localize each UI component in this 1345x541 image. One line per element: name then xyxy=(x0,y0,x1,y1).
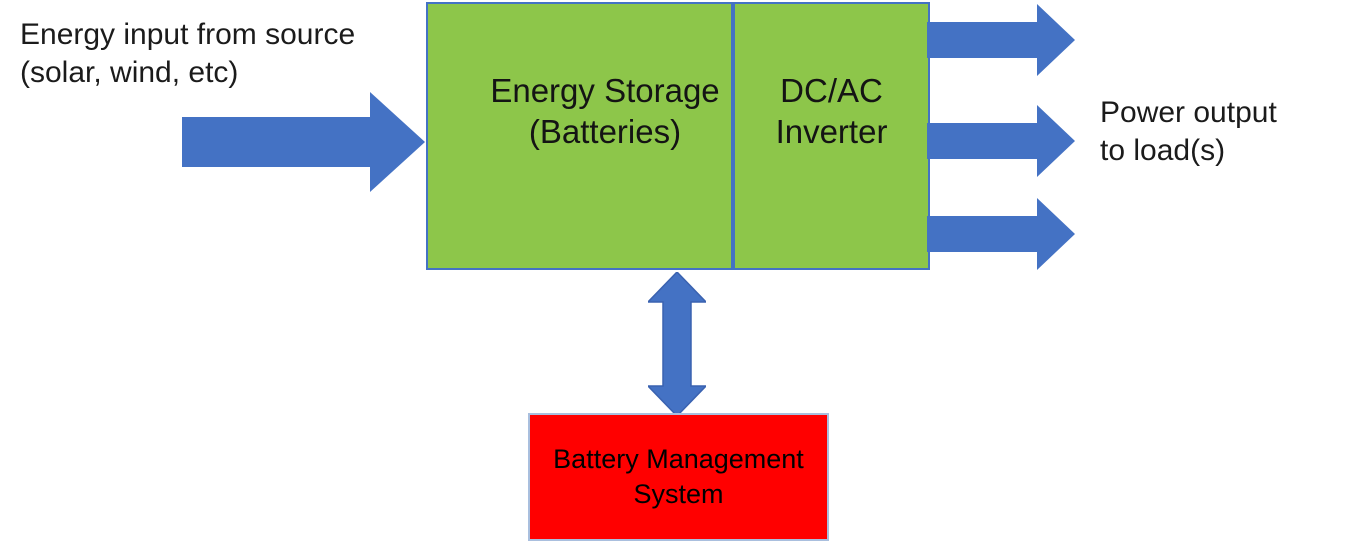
energy-system-box: Energy Storage (Batteries) DC/AC Inverte… xyxy=(426,2,930,270)
bms-label-line2: System xyxy=(633,479,724,509)
power-output-label-line2: to load(s) xyxy=(1100,134,1226,167)
energy-input-label: Energy input from source (solar, wind, e… xyxy=(20,16,355,92)
box-divider xyxy=(731,4,735,268)
bms-link-arrow-icon xyxy=(648,272,706,416)
energy-input-arrow-icon xyxy=(182,92,425,192)
inverter-label: DC/AC Inverter xyxy=(735,70,928,152)
battery-management-system-box: Battery Management System xyxy=(528,413,829,541)
power-output-arrow-3-icon xyxy=(927,198,1075,270)
power-output-label: Power output to load(s) xyxy=(1100,94,1277,170)
power-output-label-line1: Power output xyxy=(1100,96,1277,129)
energy-storage-label-line2: (Batteries) xyxy=(528,113,682,150)
energy-storage-label-line1: Energy Storage xyxy=(490,72,720,109)
power-output-arrow-2-icon xyxy=(927,105,1075,177)
power-output-arrow-1-icon xyxy=(927,4,1075,76)
bms-label: Battery Management System xyxy=(530,442,827,512)
inverter-label-line1: DC/AC xyxy=(780,72,883,109)
energy-input-label-line2: (solar, wind, etc) xyxy=(20,56,239,89)
energy-input-label-line1: Energy input from source xyxy=(20,18,356,51)
inverter-label-line2: Inverter xyxy=(775,113,888,150)
bms-label-line1: Battery Management xyxy=(553,444,804,474)
energy-storage-label: Energy Storage (Batteries) xyxy=(454,70,756,152)
